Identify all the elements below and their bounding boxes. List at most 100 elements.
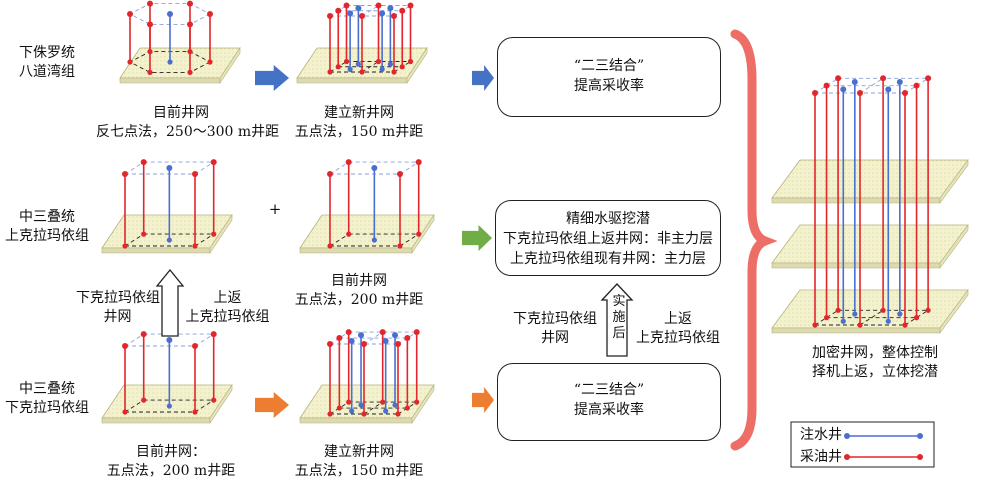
grid-bottom [329, 233, 349, 247]
reservoir-plate-edge [101, 417, 211, 424]
producer-well-bottom [407, 58, 414, 65]
producer-well-bottom [880, 307, 886, 313]
producer-well-top [835, 75, 842, 82]
brace [730, 29, 778, 451]
grid-bottom [859, 309, 884, 326]
grid-top [124, 333, 144, 347]
producer-well-bottom [857, 322, 863, 328]
legend-injector-dot [917, 433, 923, 439]
box-mid-waterflood: 精细水驱挖潜下克拉玛依组上返井网：非主力层上克拉玛依组现有井网：主力层 [495, 200, 721, 276]
arrow-row3-new-to-box [472, 387, 494, 413]
arrow-up-left [155, 268, 185, 337]
producer-well-top [343, 2, 350, 9]
reservoir-plate-side [939, 224, 969, 269]
legend-producer-label: 采油井 [800, 449, 842, 465]
producer-well-top [210, 331, 217, 338]
grid-bottom [399, 233, 419, 247]
grid-bottom [814, 309, 839, 326]
producer-well-top [147, 0, 153, 7]
grid-top [397, 331, 417, 345]
producer-well-bottom [141, 397, 147, 403]
right-caption: 加密井网，整体控制择机上返，立体挖潜 [812, 345, 938, 380]
reservoir-plate-edge [101, 247, 211, 254]
producer-well-top [122, 171, 128, 177]
left-arrow-target-label: 上返上克拉玛依组 [185, 290, 270, 325]
reservoir-plate-side [219, 47, 241, 84]
producer-well-bottom [147, 69, 153, 75]
producer-well-bottom [913, 315, 920, 321]
producer-well-bottom [192, 243, 198, 249]
producer-well-top [375, 2, 382, 9]
grid-top [329, 331, 349, 345]
producer-well-top [359, 13, 365, 19]
producer-well-bottom [359, 69, 365, 75]
reservoir-plate-side [406, 47, 428, 84]
producer-well-bottom [399, 64, 405, 70]
producer-well-top [187, 0, 193, 7]
reservoir-plate-edge [296, 77, 408, 84]
producer-well-top [192, 343, 198, 349]
producer-well-top [395, 341, 401, 347]
injector-well-top [896, 78, 903, 85]
producer-well-top [327, 13, 333, 19]
producer-well-bottom [835, 307, 841, 313]
injector-well-top [392, 332, 399, 339]
producer-well-top [902, 90, 908, 96]
injector-well-bottom [166, 403, 172, 409]
producer-well-top [880, 75, 887, 82]
arrow-row1-new-to-box [472, 65, 494, 91]
producer-well-top [345, 159, 352, 166]
grid-bottom [363, 401, 383, 415]
producer-well-bottom [207, 59, 213, 65]
producer-well-bottom [327, 411, 333, 417]
reservoir-plate-side [411, 384, 435, 424]
producer-well-top [415, 159, 422, 166]
injector-well-bottom [852, 311, 858, 317]
injector-well-top [379, 10, 386, 17]
legend-injector-label: 注水井 [800, 427, 842, 443]
injector-well-bottom [349, 408, 355, 414]
injector-well-top [382, 338, 389, 345]
arrow-row3-current-to-new [255, 392, 289, 418]
grid-bottom [194, 233, 214, 247]
producer-well-bottom [902, 322, 908, 328]
producer-well-bottom [187, 69, 193, 75]
reservoir-plate-edge [119, 77, 221, 84]
producer-well-top [397, 171, 403, 177]
reservoir-plate [101, 214, 233, 249]
injector-well-bottom [379, 66, 385, 72]
producer-well-bottom [187, 49, 193, 55]
producer-well-top [335, 7, 342, 14]
producer-well-top [361, 341, 367, 347]
box-top-eor: “二三结合”提高采收率 [497, 37, 721, 117]
injector-well-bottom [355, 61, 361, 67]
reservoir-plate [771, 159, 969, 199]
producer-well-bottom [812, 322, 818, 328]
producer-well-bottom [327, 243, 333, 249]
injector-well-bottom [885, 318, 891, 324]
producer-well-bottom [361, 411, 367, 417]
injector-well-bottom [840, 318, 846, 324]
grid-bottom [124, 399, 144, 413]
producer-well-top [812, 90, 818, 96]
injector-well-top [347, 10, 354, 17]
producer-well-bottom [375, 58, 382, 65]
producer-well-top [391, 13, 397, 19]
injector-well-top [371, 165, 378, 172]
grid-top [814, 77, 839, 94]
mid-arrow-source-label: 下克拉玛依组井网 [513, 311, 597, 346]
producer-well-bottom [346, 231, 352, 237]
injector-well-bottom [371, 237, 377, 243]
producer-well-bottom [395, 411, 401, 417]
injector-well-bottom [347, 66, 353, 72]
row3-label: 中三叠统下克拉玛依组 [5, 381, 89, 416]
producer-well-top [407, 2, 414, 9]
producer-well-top [122, 343, 128, 349]
producer-well-bottom [823, 315, 830, 321]
reservoir-plate-side [209, 214, 233, 254]
reservoir-plate-edge [771, 197, 941, 204]
reservoir-plate-side [939, 159, 969, 204]
producer-well-top [404, 335, 411, 342]
mid-arrow-text: 实施后 [612, 294, 626, 341]
